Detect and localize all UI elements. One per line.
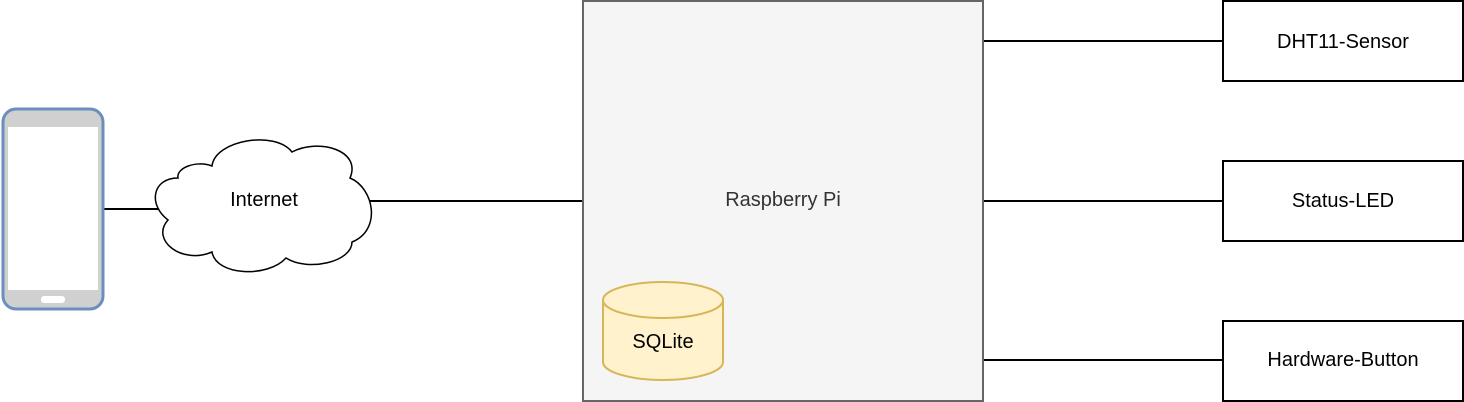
phone-screen bbox=[8, 127, 98, 290]
cloud-label: Internet bbox=[230, 189, 298, 211]
component-dht11-sensor: DHT11-Sensor bbox=[1222, 0, 1464, 82]
status-led-label: Status-LED bbox=[1292, 190, 1394, 212]
hardware-button-box bbox=[1222, 320, 1464, 402]
hardware-button-label: Hardware-Button bbox=[1267, 349, 1418, 371]
database-top-arc bbox=[602, 299, 724, 319]
dht11-sensor-box bbox=[1222, 0, 1464, 82]
internet-cloud: Internet bbox=[154, 139, 373, 273]
connectors bbox=[103, 40, 1223, 361]
component-hardware-button: Hardware-Button bbox=[1222, 320, 1464, 402]
cloud-icon bbox=[154, 139, 373, 273]
component-status-led: Status-LED bbox=[1222, 160, 1464, 242]
database-label: SQLite bbox=[632, 331, 693, 353]
smartphone bbox=[1, 107, 105, 311]
status-led-box bbox=[1222, 160, 1464, 242]
sqlite-database: SQLite bbox=[602, 281, 724, 381]
raspberry-pi-label: Raspberry Pi bbox=[725, 189, 841, 211]
phone-home-button bbox=[41, 296, 65, 303]
dht11-sensor-label: DHT11-Sensor bbox=[1277, 31, 1409, 53]
database-cylinder-icon bbox=[602, 281, 724, 381]
